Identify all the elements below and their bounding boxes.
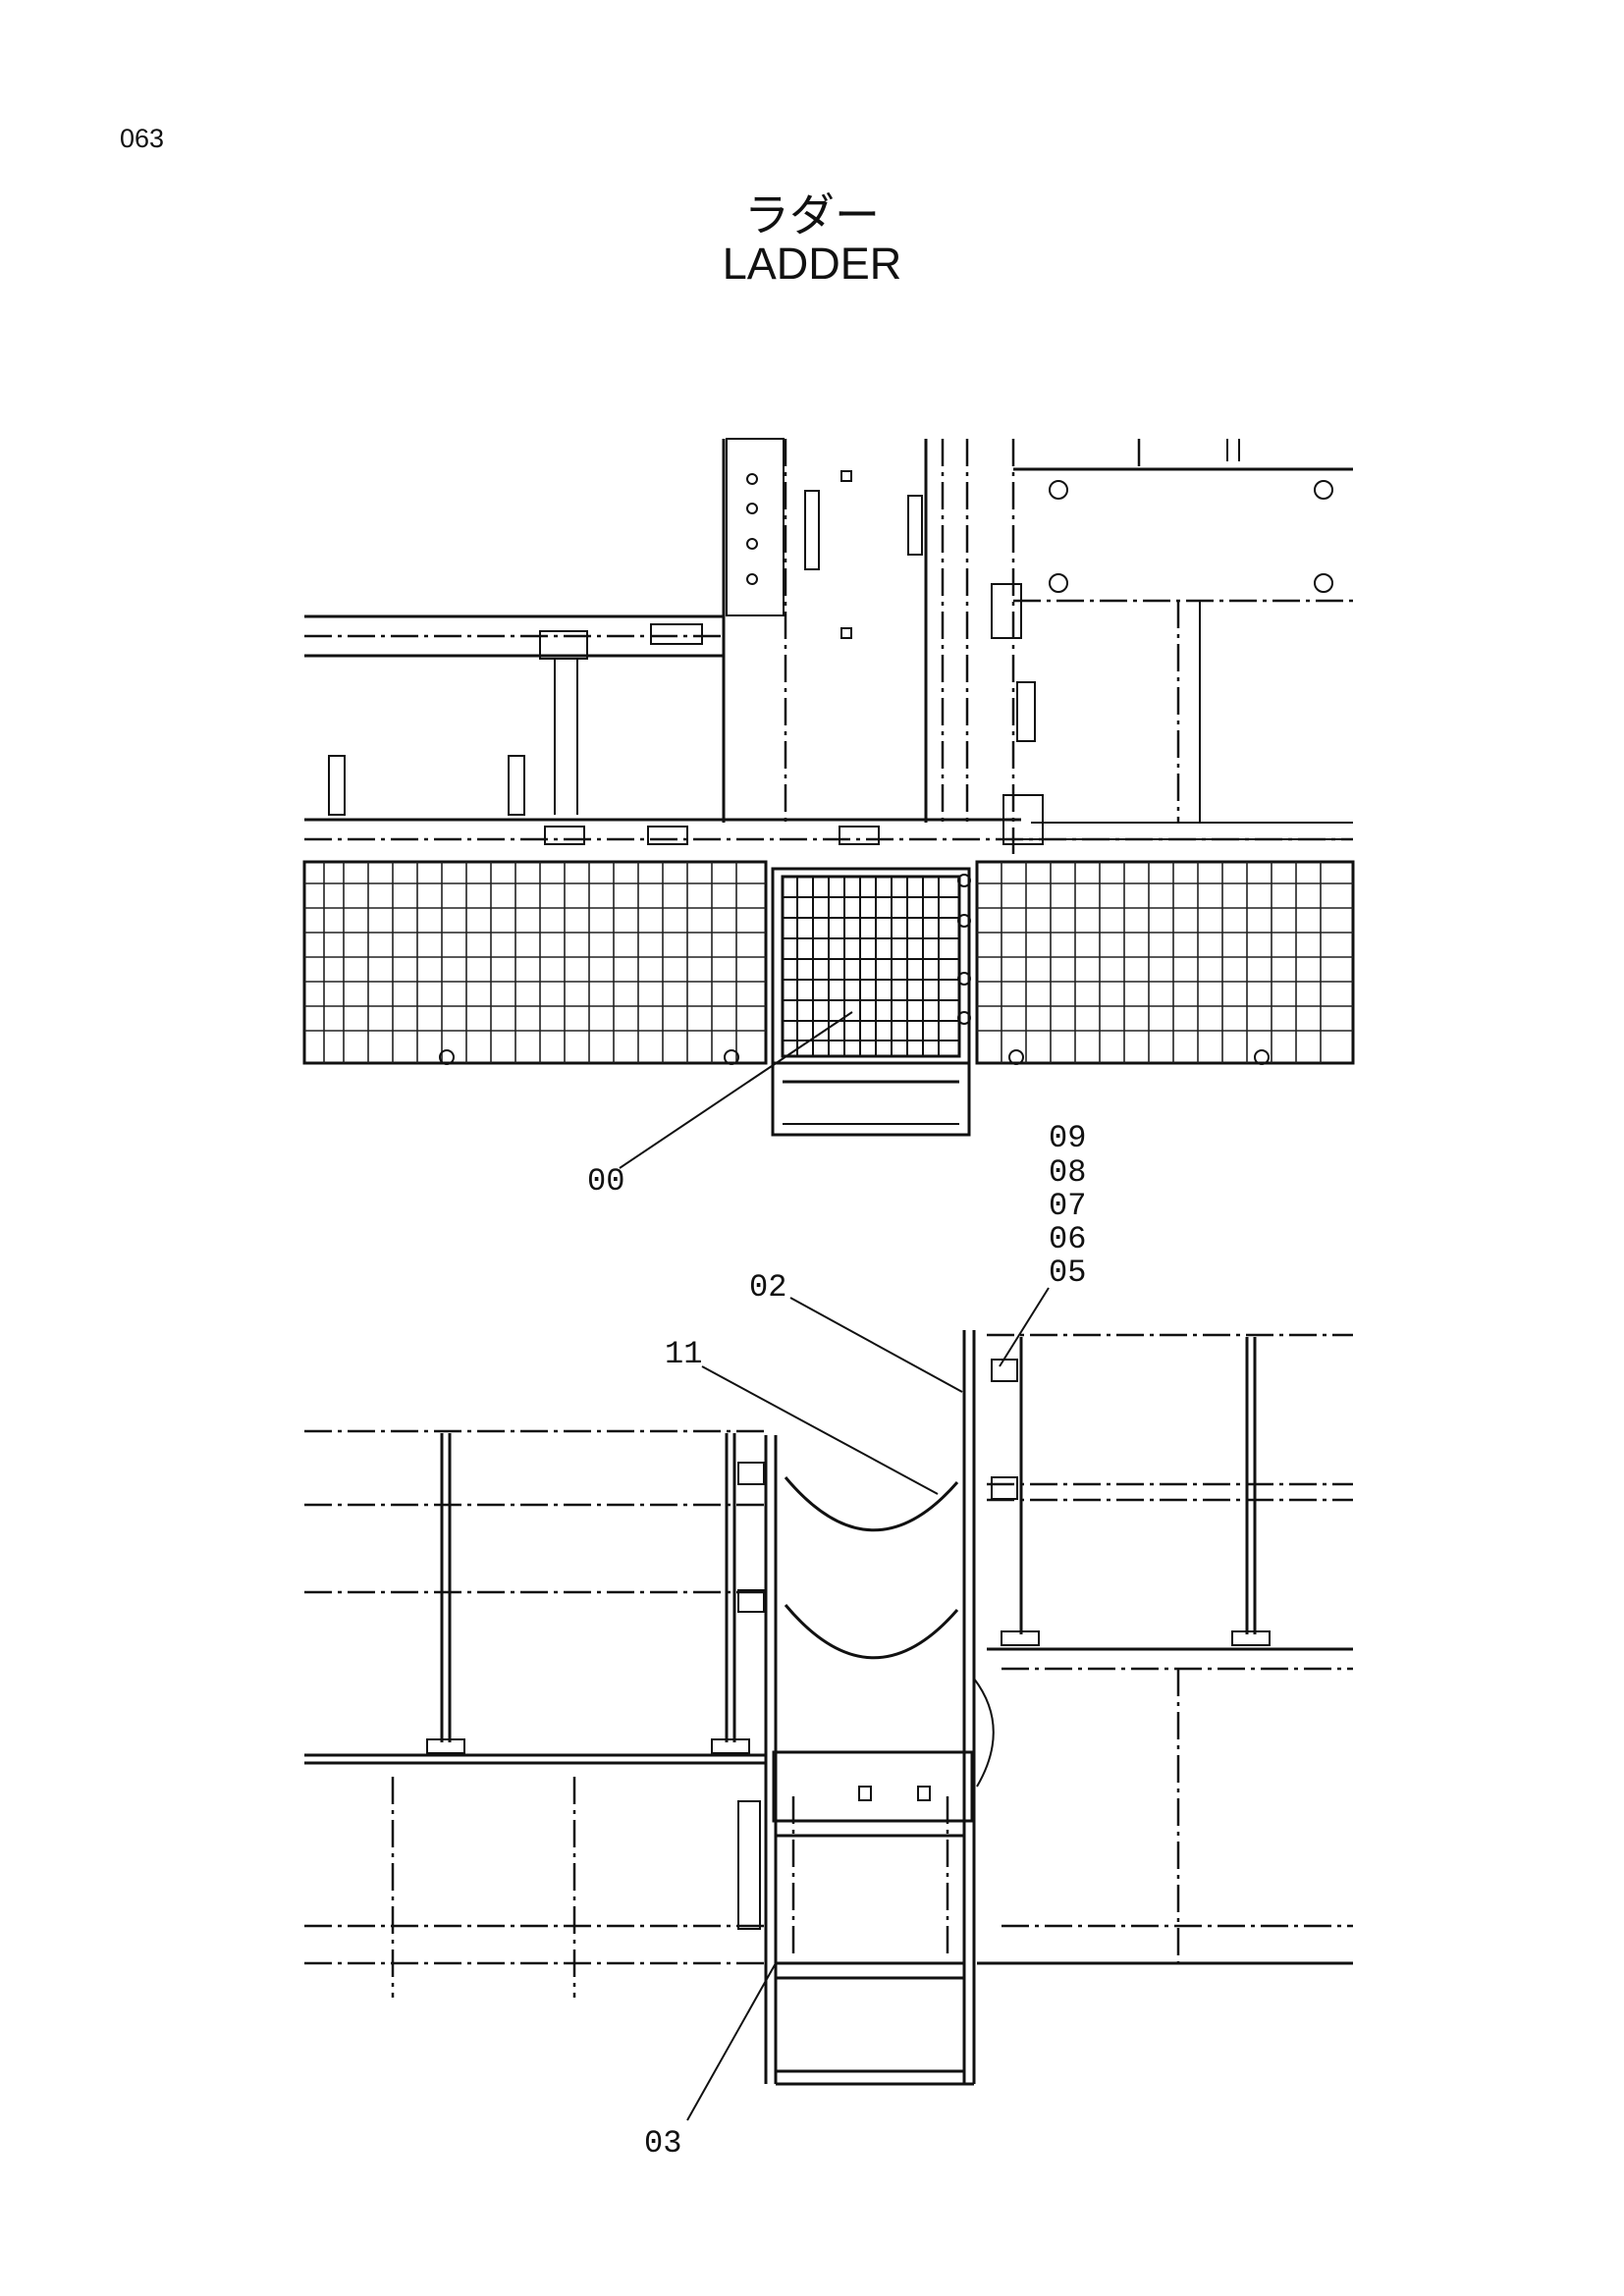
- leader-line-05: [999, 1287, 1050, 1367]
- title-english: LADDER: [722, 239, 902, 289]
- callout-09: 09: [1049, 1120, 1086, 1156]
- callout-00: 00: [587, 1163, 624, 1200]
- top-view: [302, 438, 1355, 1137]
- chain-lower: [784, 1604, 959, 1660]
- callout-02: 02: [749, 1269, 786, 1306]
- leader-line-00: [619, 1011, 853, 1169]
- chain-upper: [784, 1476, 959, 1532]
- callout-06: 06: [1049, 1221, 1086, 1257]
- callout-11: 11: [665, 1336, 702, 1372]
- callout-03: 03: [644, 2125, 681, 2162]
- callout-05: 05: [1049, 1255, 1086, 1291]
- title-japanese: ラダー: [744, 188, 880, 241]
- callout-08: 08: [1049, 1154, 1086, 1191]
- leader-line-02: [789, 1297, 963, 1393]
- leader-line-03: [686, 1962, 777, 2121]
- page-number: 063: [120, 124, 165, 153]
- side-view: [304, 1330, 1353, 2086]
- callout-07: 07: [1049, 1188, 1086, 1224]
- leader-line-11: [701, 1365, 939, 1495]
